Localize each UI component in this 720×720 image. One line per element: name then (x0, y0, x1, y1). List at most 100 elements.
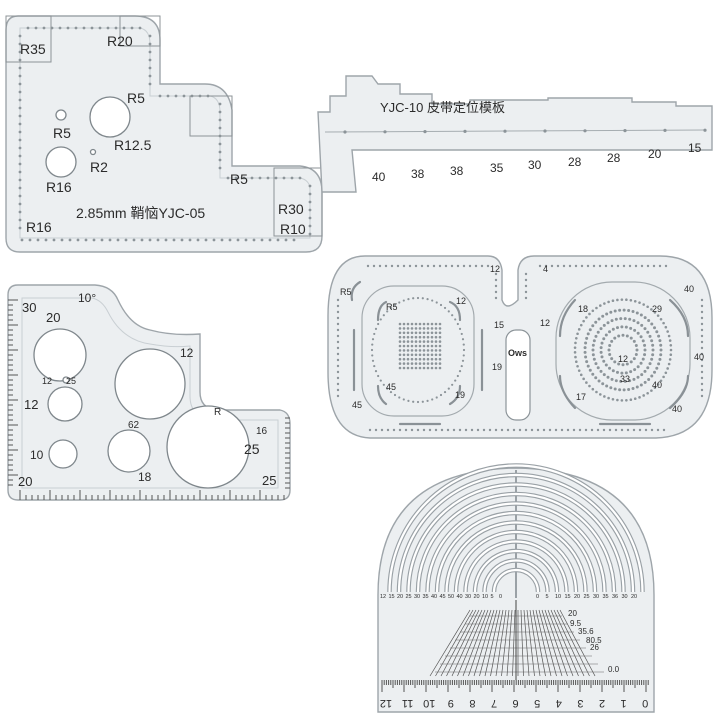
ring-dot (611, 327, 615, 331)
stitch-dot (407, 298, 410, 301)
stitch-dot (384, 264, 388, 268)
stitch-dot-border (336, 264, 704, 432)
grid-dot (422, 366, 426, 370)
stitch-dot (18, 178, 22, 182)
stitch-dot (114, 26, 118, 30)
stitch-dot (458, 370, 462, 373)
stitch-dot (18, 74, 22, 78)
grid-dot (402, 344, 406, 348)
ring-dot (664, 325, 668, 329)
belt-width-label: 28 (607, 151, 621, 165)
stitch-dot (258, 176, 262, 180)
belt-width-label: 30 (528, 158, 542, 172)
stitch-dot (700, 340, 704, 344)
ring-dot (668, 339, 672, 342)
ring-dot (613, 387, 617, 391)
ring-dot (583, 346, 587, 350)
concentric-dot-rings (573, 298, 673, 402)
stitch-dot (298, 176, 302, 180)
ring-dot (638, 301, 641, 304)
grid-dot (422, 344, 426, 348)
grid-dot (406, 331, 410, 335)
stitch-dot (18, 130, 22, 134)
ring-dot (623, 317, 627, 321)
brand-mark: Ows (508, 348, 527, 358)
ring-dot (651, 353, 655, 357)
scale-number: 30 (414, 594, 420, 600)
stitch-dot (562, 264, 566, 268)
stitch-dot (586, 264, 590, 268)
stitch-dot (274, 176, 278, 180)
ring-dot (632, 377, 636, 381)
stitch-dot (386, 428, 390, 432)
center-slot (505, 329, 531, 421)
ring-dot (607, 396, 610, 400)
stitch-dot (462, 348, 466, 352)
stitch-dot (68, 238, 72, 242)
stitch-dot (374, 327, 378, 330)
grid-dot (418, 327, 422, 330)
ring-dot (585, 336, 589, 340)
stitch-dot (461, 338, 465, 341)
arch-slot-inner (388, 464, 644, 593)
ring-dot (588, 368, 592, 372)
hole-25 (114, 348, 186, 420)
grid-dot (406, 322, 410, 326)
grid-dot (426, 327, 430, 330)
ring-dot (586, 364, 590, 368)
stitch-dot (462, 264, 466, 268)
hole-label: 25 (244, 441, 260, 457)
stitch-dot (664, 264, 668, 268)
ring-dot (632, 339, 636, 343)
stitch-dot (386, 310, 389, 313)
hole-label: 30 (22, 300, 36, 315)
stitch-dot (402, 264, 406, 268)
ring-dot (635, 311, 639, 315)
grid-dot (430, 362, 434, 365)
grid-dot (402, 335, 406, 339)
stitch-dot (426, 399, 429, 402)
belt-hole-mark (543, 129, 547, 133)
stitch-dot (412, 400, 415, 403)
stitch-dot (90, 26, 94, 30)
side-value: 0.0 (608, 665, 620, 674)
grid-dot (438, 362, 442, 365)
stitch-dot (596, 428, 600, 432)
dot-grid (398, 322, 442, 370)
stitch-dot (18, 66, 22, 70)
hole-label: 20 (18, 474, 32, 489)
stitch-dot (626, 428, 630, 432)
scale-number: 25 (406, 594, 412, 600)
left-frame (361, 285, 475, 417)
scale-number: 30 (622, 594, 628, 600)
stitch-dot (60, 238, 64, 242)
scale-number: 35 (423, 594, 429, 600)
stitch-dot (148, 58, 152, 62)
grid-dot (410, 322, 414, 326)
ring-dot (621, 333, 625, 337)
stitch-dot (18, 82, 22, 86)
frame-label: 33 (620, 374, 630, 384)
ring-dot (603, 302, 606, 305)
stitch-dot (494, 278, 498, 282)
ring-dot (657, 362, 661, 366)
stitch-dot (700, 376, 704, 380)
frame-label: 4 (543, 264, 548, 274)
stitch-dot (700, 370, 704, 374)
ring-dot (636, 365, 640, 369)
grid-dot (418, 357, 422, 361)
scale-number: 40 (457, 594, 463, 600)
stitch-dot (700, 346, 704, 350)
belt-hole-mark (703, 128, 707, 132)
stitch-dot (252, 238, 256, 242)
grid-dot (406, 366, 410, 370)
ring-dot (599, 393, 602, 396)
fan-line (457, 609, 486, 677)
ring-dot (633, 299, 637, 303)
ring-dot (629, 336, 633, 340)
ring-dot (591, 324, 595, 328)
ring-dot (634, 353, 638, 357)
stitch-dot (700, 310, 704, 314)
ring-dot (669, 343, 673, 347)
